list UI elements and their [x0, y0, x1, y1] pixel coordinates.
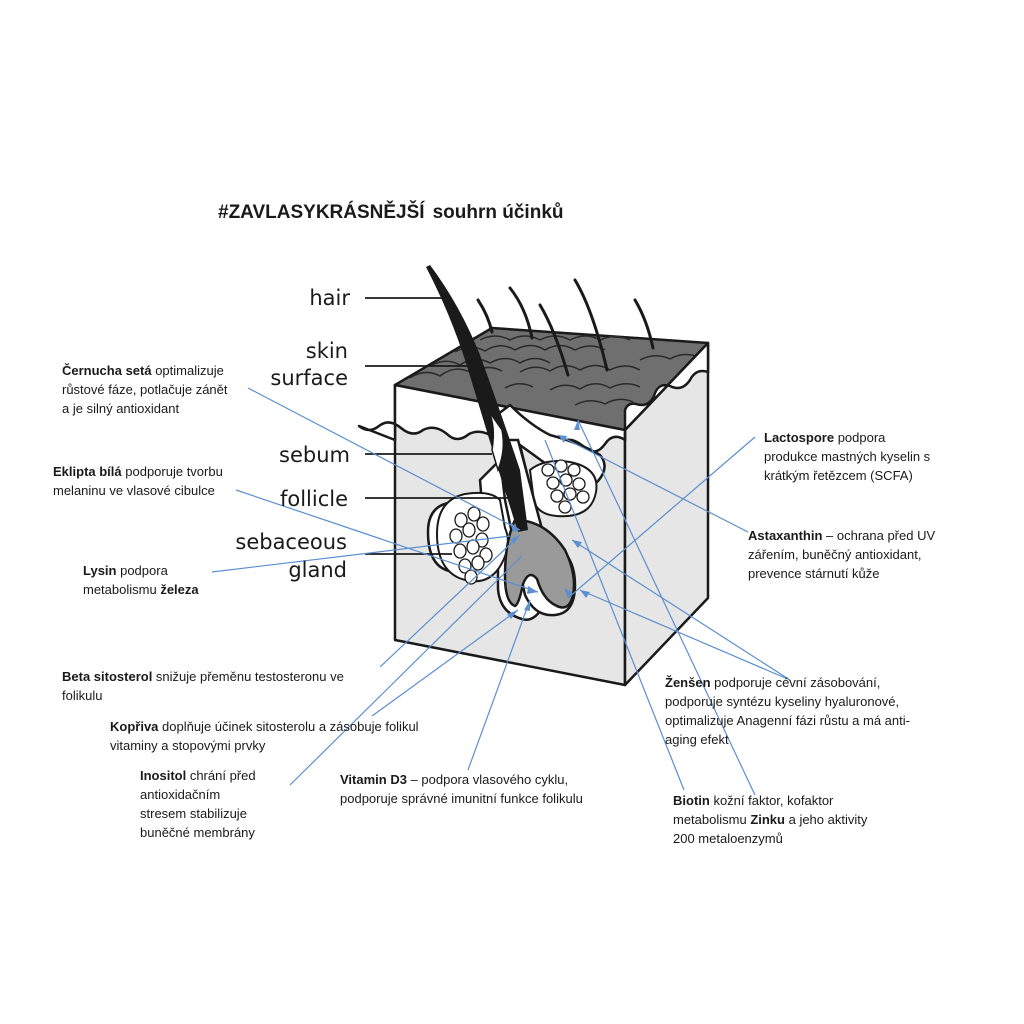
- title-hashtag: #ZAVLASYKRÁSNĚJŠÍ: [218, 202, 425, 223]
- sebaceous-gland-right: [530, 460, 596, 516]
- ann-text: podporuje syntézu kyseliny hyaluronové,: [665, 692, 910, 711]
- ann-name: železa: [160, 582, 198, 597]
- annotation-cernucha: Černucha setá optimalizuje růstové fáze,…: [62, 361, 228, 418]
- ann-text: buněčné membrány: [140, 823, 256, 842]
- ann-text: krátkým řetězcem (SCFA): [764, 466, 930, 485]
- ann-text: růstové fáze, potlačuje zánět: [62, 380, 228, 399]
- ann-text: chrání před: [186, 768, 255, 783]
- ann-text: kožní faktor, kofaktor: [710, 793, 834, 808]
- ann-name: Ženšen: [665, 675, 711, 690]
- ann-text: – ochrana před UV: [822, 528, 935, 543]
- ann-text: prevence stárnutí kůže: [748, 564, 935, 583]
- label-sebum: sebum: [248, 441, 350, 469]
- title-subtitle: souhrn účinků: [433, 202, 564, 223]
- ann-name: Vitamin D3: [340, 772, 407, 787]
- ann-name: Zinku: [750, 812, 785, 827]
- ann-name: Beta sitosterol: [62, 669, 152, 684]
- ann-name: Černucha setá: [62, 363, 152, 378]
- ann-text: metabolismu: [83, 582, 160, 597]
- label-follicle: follicle: [248, 485, 348, 513]
- ann-text: melaninu ve vlasové cibulce: [53, 481, 223, 500]
- ann-text: podpora: [116, 563, 167, 578]
- ann-text: vitaminy a stopovými prvky: [110, 736, 419, 755]
- label-hair: hair: [300, 284, 350, 312]
- ann-text: zářením, buněčný antioxidant,: [748, 545, 935, 564]
- annotation-kopriva: Kopřiva doplňuje účinek sitosterolu a zá…: [110, 717, 419, 755]
- ann-name: Lactospore: [764, 430, 834, 445]
- ann-name: Kopřiva: [110, 719, 158, 734]
- ann-text: optimalizuje: [152, 363, 224, 378]
- annotation-vitamin-d3: Vitamin D3 – podpora vlasového cyklu, po…: [340, 770, 583, 808]
- label-surface: surface: [248, 364, 348, 392]
- ann-text: folikulu: [62, 686, 344, 705]
- ann-name: Biotin: [673, 793, 710, 808]
- ann-text: podporuje cévní zásobování,: [711, 675, 881, 690]
- ann-text: stresem stabilizuje: [140, 804, 256, 823]
- ann-text: aging efekt: [665, 730, 910, 749]
- label-skin: skin: [260, 337, 348, 365]
- annotation-lysin: Lysin podpora metabolismu železa: [83, 561, 199, 599]
- ann-name: Eklipta bílá: [53, 464, 122, 479]
- label-sebaceous: sebaceous: [200, 528, 347, 556]
- annotation-biotin: Biotin kožní faktor, kofaktor metabolism…: [673, 791, 867, 848]
- ann-name: Lysin: [83, 563, 116, 578]
- ann-text: doplňuje účinek sitosterolu a zásobuje f…: [158, 719, 418, 734]
- ann-text: metabolismu: [673, 812, 750, 827]
- page-title: #ZAVLASYKRÁSNĚJŠÍ souhrn účinků: [218, 202, 564, 224]
- ann-text: podporuje správné imunitní funkce foliku…: [340, 789, 583, 808]
- ann-text: podporuje tvorbu: [122, 464, 223, 479]
- annotation-eklipta: Eklipta bílá podporuje tvorbu melaninu v…: [53, 462, 223, 500]
- annotation-astaxanthin: Astaxanthin – ochrana před UV zářením, b…: [748, 526, 935, 583]
- ann-text: antioxidačním: [140, 785, 256, 804]
- ann-text: produkce mastných kyselin s: [764, 447, 930, 466]
- ann-text: – podpora vlasového cyklu,: [407, 772, 568, 787]
- annotation-inositol: Inositol chrání před antioxidačním stres…: [140, 766, 256, 842]
- annotation-zensen: Ženšen podporuje cévní zásobování, podpo…: [665, 673, 910, 749]
- ann-text: 200 metaloenzymů: [673, 829, 867, 848]
- ann-text: a je silný antioxidant: [62, 399, 228, 418]
- ann-name: Astaxanthin: [748, 528, 822, 543]
- ann-text: optimalizuje Anagenní fázi růstu a má an…: [665, 711, 910, 730]
- ann-text: snižuje přeměnu testosteronu ve: [152, 669, 344, 684]
- ann-name: Inositol: [140, 768, 186, 783]
- ann-text: podpora: [834, 430, 885, 445]
- annotation-beta-sitosterol: Beta sitosterol snižuje přeměnu testoste…: [62, 667, 344, 705]
- label-gland: gland: [248, 556, 347, 584]
- annotation-lactospore: Lactospore podpora produkce mastných kys…: [764, 428, 930, 485]
- ann-text: a jeho aktivity: [785, 812, 867, 827]
